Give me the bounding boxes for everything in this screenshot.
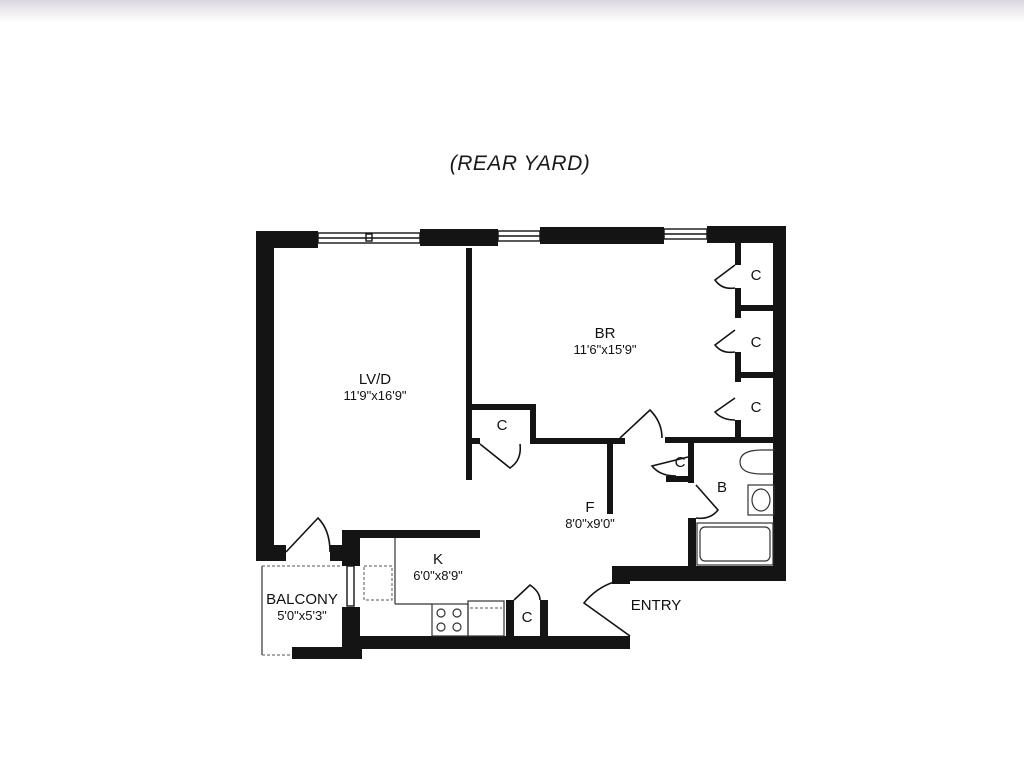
room-bedroom: BR 11'6"x15'9": [550, 325, 660, 357]
room-name: F: [585, 499, 595, 516]
room-name: K: [432, 551, 443, 568]
interior-walls: [466, 243, 775, 640]
room-dimensions: 6'0"x8'9": [413, 567, 463, 583]
room-foyer: F 8'0"x9'0": [535, 499, 645, 531]
room-dimensions: 11'6"x15'9": [573, 341, 637, 357]
room-dimensions: 5'0"x5'3": [277, 607, 327, 623]
doors: [285, 264, 736, 637]
room-dimensions: 8'0"x9'0": [565, 515, 615, 531]
closet-label: C: [674, 454, 686, 471]
room-kitchen: K 6'0"x8'9": [396, 551, 480, 583]
closet-label: C: [496, 417, 508, 434]
room-name: BALCONY: [266, 591, 338, 608]
room-entry: ENTRY: [630, 597, 682, 614]
room-bath: B: [716, 479, 727, 496]
windows: [317, 228, 708, 607]
exterior-walls: [256, 226, 786, 659]
room-name: LV/D: [358, 371, 392, 388]
room-living-dining: LV/D 11'9"x16'9": [320, 371, 430, 403]
closet-label: C: [750, 399, 762, 416]
scan-artifact: [0, 0, 1024, 22]
room-name: BR: [594, 325, 616, 342]
fixtures: [261, 449, 775, 656]
closet-label: C: [750, 334, 762, 351]
closet-label: C: [750, 267, 762, 284]
room-balcony: BALCONY 5'0"x5'3": [262, 591, 342, 623]
room-dimensions: 11'9"x16'9": [343, 387, 407, 403]
closet-label: C: [521, 609, 533, 626]
orientation-label: (REAR YARD): [449, 152, 591, 175]
